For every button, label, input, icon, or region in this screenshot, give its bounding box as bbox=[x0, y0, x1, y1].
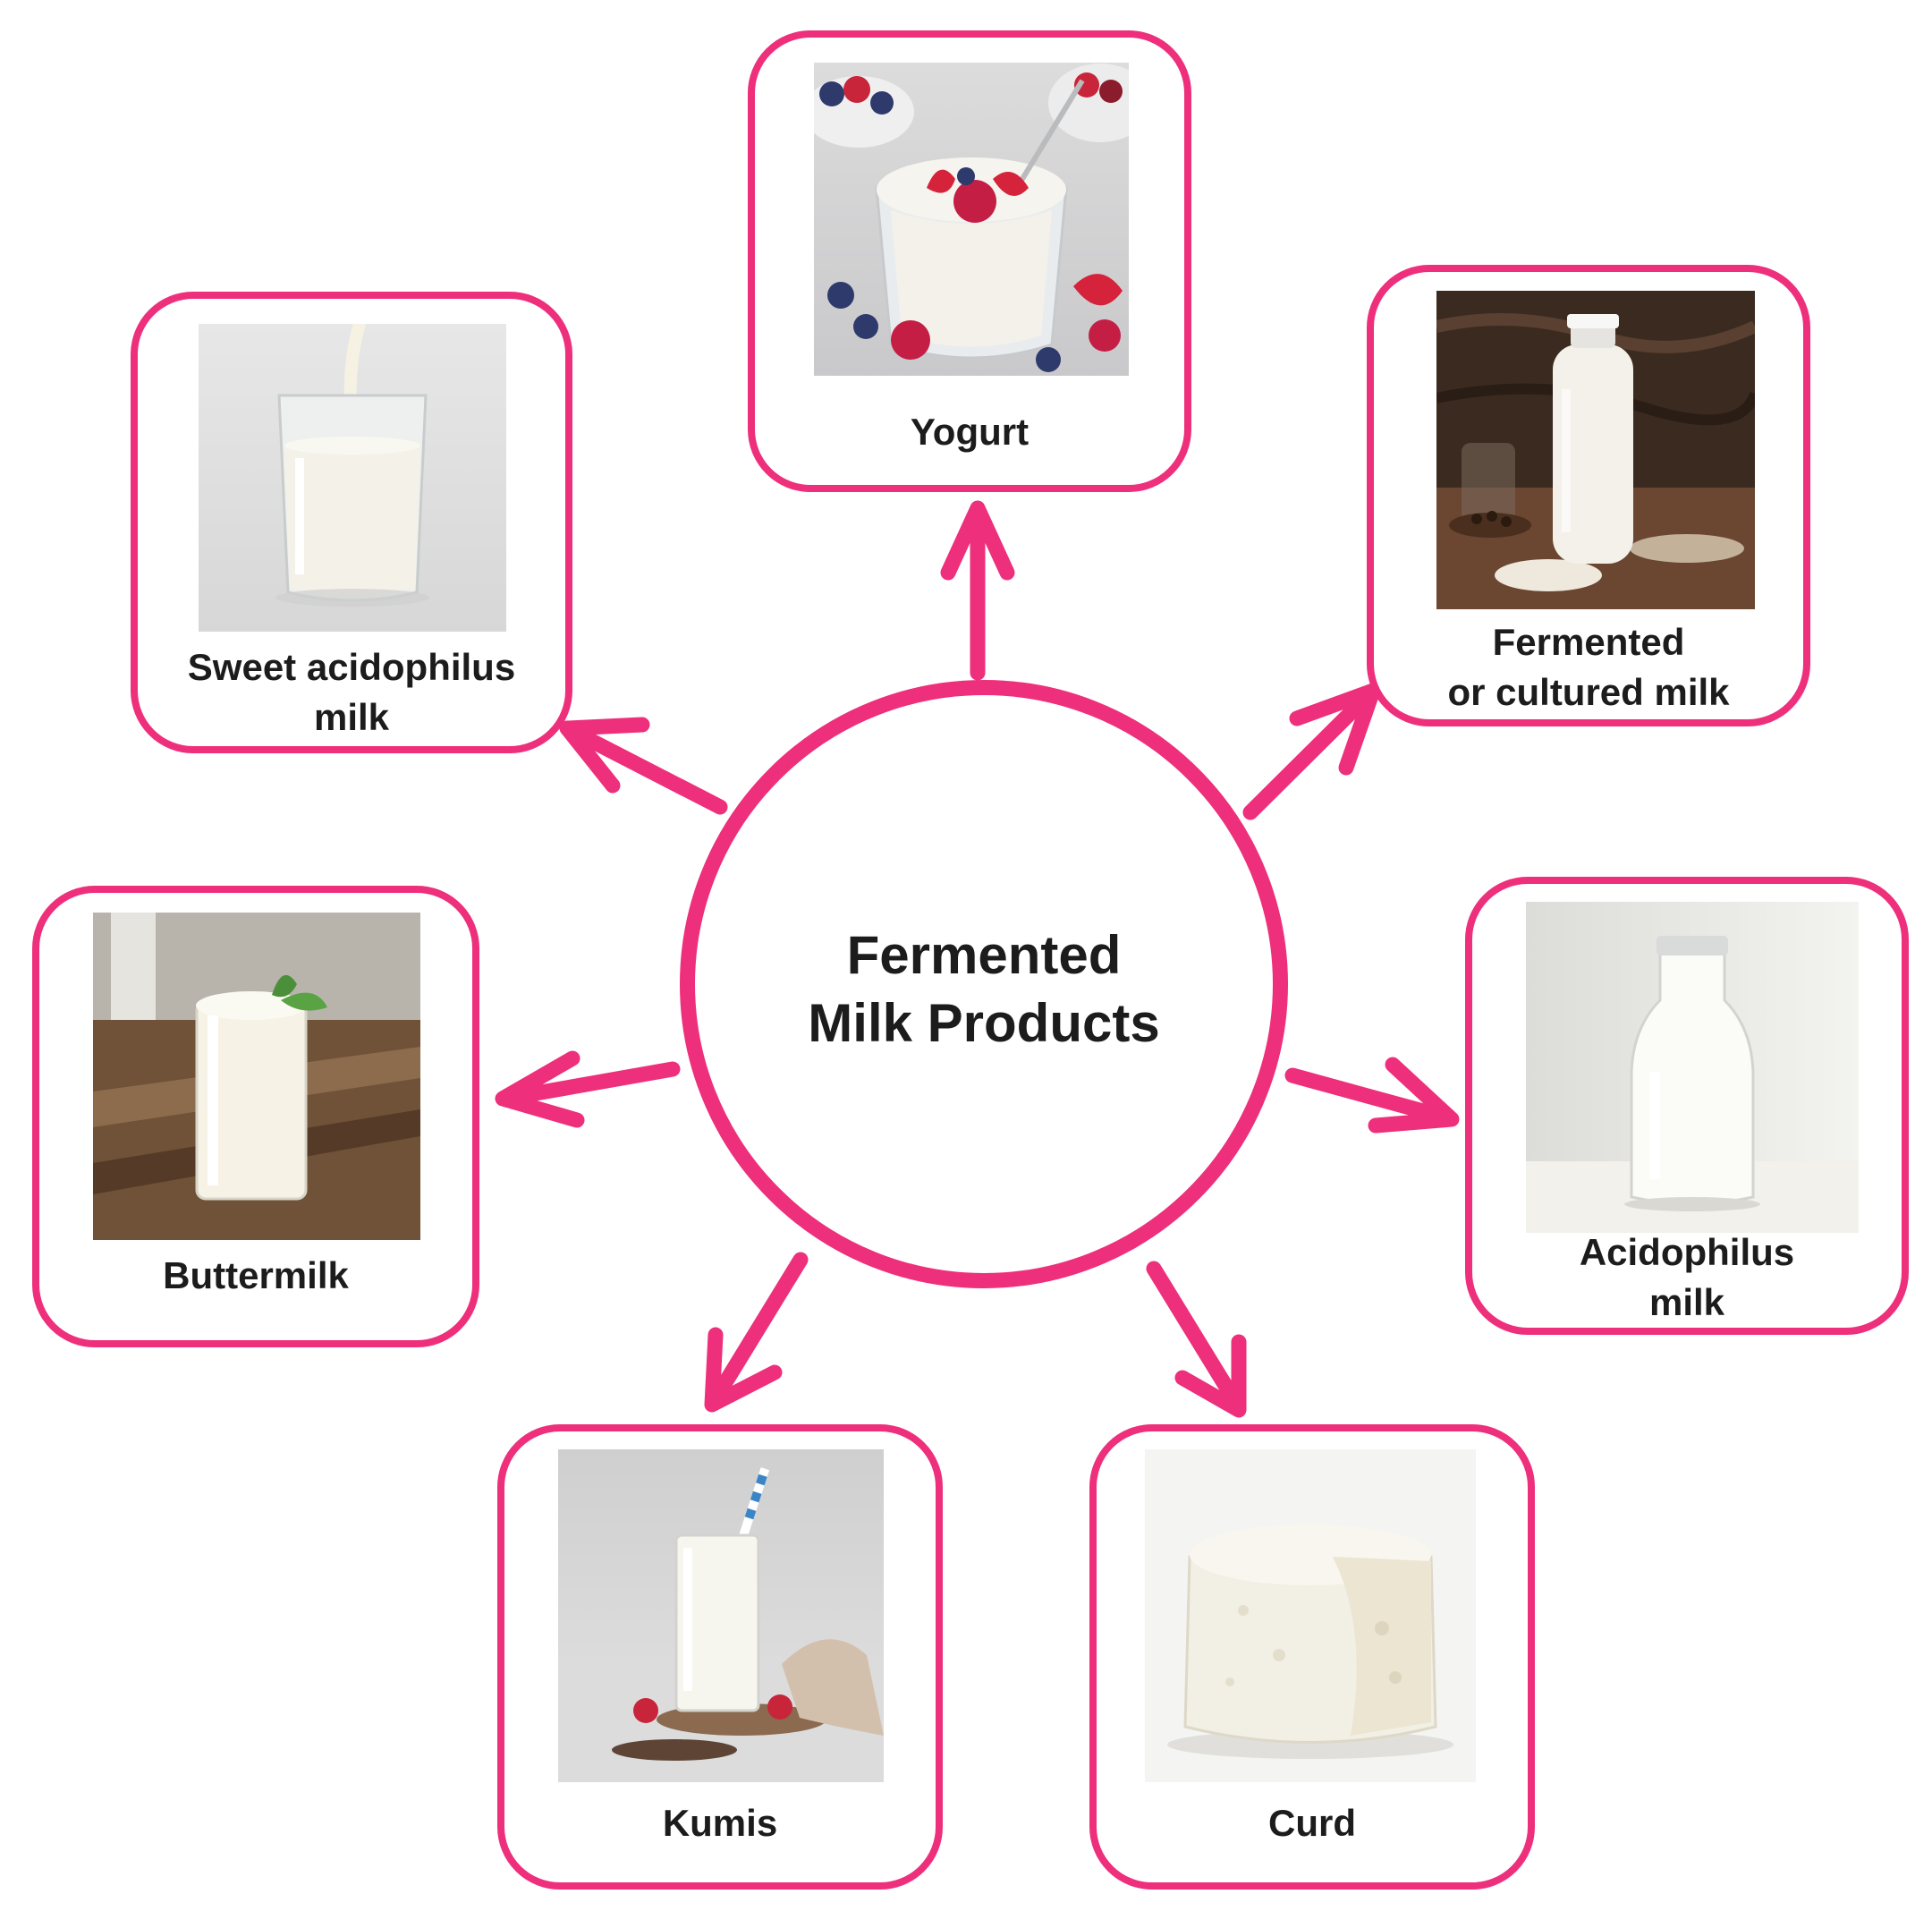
fermented-milk-label-line2: or cultured milk bbox=[1447, 671, 1730, 713]
buttermilk-label: Buttermilk bbox=[163, 1254, 349, 1296]
arrow-to-curd bbox=[1146, 1261, 1247, 1418]
arrow-to-fermented-milk bbox=[1242, 683, 1381, 820]
arrow-to-acidophilus-milk bbox=[1284, 1057, 1460, 1134]
fermented-milk-label: Fermented or cultured milk bbox=[1377, 617, 1800, 718]
curd-label: Curd bbox=[1268, 1802, 1356, 1844]
center-title-line1: Fermented bbox=[846, 925, 1122, 985]
arrow-to-sweet-acidophilus-milk bbox=[559, 717, 728, 815]
curd-photo bbox=[1145, 1449, 1476, 1782]
fermented-milk-photo bbox=[1436, 291, 1755, 609]
sweet-acidophilus-milk-label: Sweet acidophilus milk bbox=[143, 642, 560, 743]
yogurt-label: Yogurt bbox=[910, 411, 1030, 453]
sweet-acidophilus-milk-label-line2: milk bbox=[313, 696, 390, 738]
buttermilk-photo bbox=[93, 913, 420, 1240]
center-title: Fermented Milk Products bbox=[698, 922, 1270, 1057]
sweet-acidophilus-milk-label-line1: Sweet acidophilus bbox=[187, 646, 516, 688]
sweet-acidophilus-milk-photo bbox=[199, 324, 506, 632]
arrow-to-buttermilk bbox=[495, 1050, 681, 1128]
acidophilus-milk-label-line1: Acidophilus bbox=[1579, 1231, 1795, 1273]
arrow-to-yogurt bbox=[940, 500, 1015, 681]
acidophilus-milk-photo bbox=[1526, 902, 1859, 1233]
kumis-photo bbox=[558, 1449, 884, 1782]
arrow-to-kumis bbox=[704, 1252, 809, 1413]
yogurt-photo bbox=[814, 63, 1129, 376]
kumis-label: Kumis bbox=[662, 1802, 778, 1844]
acidophilus-milk-label: Acidophilus milk bbox=[1476, 1227, 1898, 1328]
center-title-line2: Milk Products bbox=[808, 993, 1160, 1053]
fermented-milk-label-line1: Fermented bbox=[1492, 621, 1685, 663]
acidophilus-milk-label-line2: milk bbox=[1648, 1281, 1725, 1323]
